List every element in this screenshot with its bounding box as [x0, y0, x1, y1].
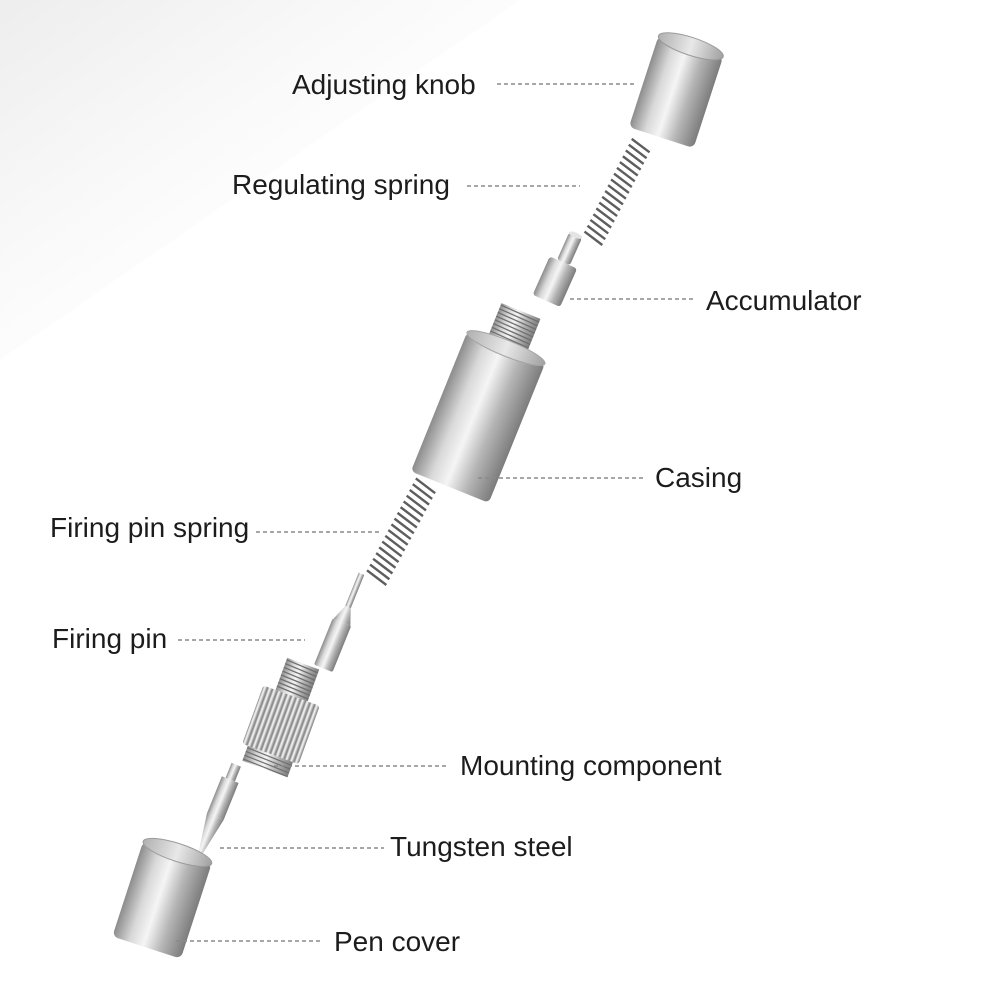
spring-coil — [375, 552, 397, 569]
spring-coil — [616, 166, 636, 183]
thread-ridge — [497, 311, 537, 331]
label-tungsten-steel: Tungsten steel — [390, 831, 573, 862]
thread-ridge — [492, 322, 532, 342]
mounting-component-part — [242, 657, 320, 778]
spring-coil — [583, 230, 604, 246]
spring-coil — [630, 137, 651, 154]
thread-ridge — [276, 685, 309, 700]
spring-coil — [628, 143, 648, 160]
spring-coil — [619, 161, 639, 177]
thread-ridge — [500, 304, 540, 323]
accumulator-part — [533, 231, 583, 307]
spring-coil — [405, 494, 427, 512]
spring-coil — [369, 563, 391, 581]
label-mounting-component: Mounting component — [460, 750, 722, 781]
spring-coil — [408, 488, 430, 506]
thread-ridge — [283, 666, 316, 681]
thread-ridge — [495, 315, 535, 334]
firing-pin-part — [314, 572, 365, 672]
spring-coil — [402, 500, 424, 518]
thread-ridge — [489, 330, 529, 349]
firing-pin-spring-part — [366, 477, 436, 586]
spring-coil — [610, 178, 630, 194]
spring-coil — [598, 201, 618, 218]
spring-coil — [604, 190, 624, 206]
spring-coil — [372, 557, 394, 575]
label-pen-cover: Pen cover — [334, 926, 461, 957]
thread-ridge — [280, 674, 313, 689]
spring-coil — [613, 172, 633, 189]
thread-ridge — [491, 326, 531, 345]
thread-ridge — [282, 670, 315, 685]
spring-coil — [625, 149, 645, 165]
thread-ridge — [494, 319, 534, 338]
thread-ridge — [286, 659, 319, 674]
thread-ridge — [246, 747, 292, 767]
thread-ridge — [278, 681, 311, 696]
spring-coil — [607, 184, 627, 200]
label-firing-pin-spring: Firing pin spring — [50, 512, 250, 543]
spring-coil — [366, 569, 388, 586]
spring-coil — [387, 529, 409, 546]
spring-coil — [390, 523, 412, 541]
regulating-spring-part — [583, 137, 651, 246]
pen-cover-part — [113, 837, 213, 958]
thread-ridge — [498, 308, 538, 327]
spring-coil — [378, 546, 400, 563]
spring-coil — [592, 213, 612, 229]
spring-coil — [396, 511, 418, 529]
casing-part — [412, 303, 546, 502]
spring-coil — [384, 534, 406, 552]
adjusting-knob-part — [630, 32, 724, 147]
spring-coil — [595, 207, 615, 223]
thread-ridge — [284, 662, 317, 678]
label-casing: Casing — [655, 462, 743, 493]
spring-coil — [622, 155, 642, 171]
spring-coil — [415, 477, 436, 495]
spring-coil — [399, 506, 421, 523]
thread-ridge — [279, 677, 312, 693]
tungsten-steel-part — [198, 762, 241, 855]
spring-coil — [381, 540, 403, 558]
spring-coil — [393, 517, 415, 535]
label-regulating-spring: Regulating spring — [232, 169, 450, 200]
label-accumulator: Accumulator — [706, 285, 862, 316]
spring-coil — [601, 195, 621, 212]
label-firing-pin: Firing pin — [52, 623, 168, 654]
background-sheen — [0, 0, 520, 360]
thread-ridge — [242, 758, 288, 778]
spring-coil — [412, 483, 433, 500]
label-adjusting-knob: Adjusting knob — [292, 69, 476, 100]
spring-coil — [586, 224, 607, 241]
thread-ridge — [244, 754, 290, 774]
spring-coil — [589, 219, 609, 235]
